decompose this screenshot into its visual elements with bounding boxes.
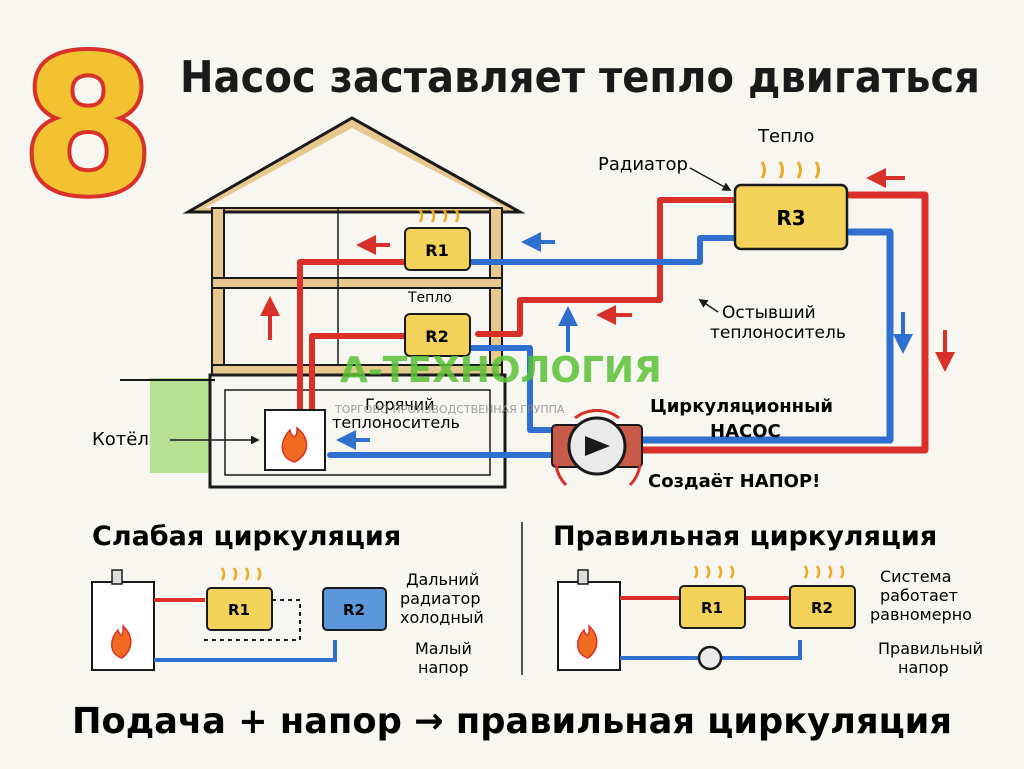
radiator-r3: R3: [733, 161, 849, 251]
weak-schematic: R1 R2: [91, 567, 387, 671]
hot-label-2: теплоноситель: [332, 413, 460, 432]
page-title: Насос заставляет тепло двигаться: [180, 52, 980, 103]
heat-label-mid: Тепло: [407, 290, 452, 306]
cold-mid-pipe: [467, 345, 563, 433]
weak-r2-label: R2: [343, 601, 365, 619]
good-fire-icon: [577, 624, 598, 659]
good-schematic: R1 R2: [557, 565, 856, 671]
radiator-r3-label: R3: [776, 206, 805, 230]
good-title: Правильная циркуляция: [553, 521, 937, 552]
radiator-r1-label: R1: [425, 241, 448, 260]
weak-far-3: холодный: [400, 608, 484, 627]
watermark-logo: А-ТЕХНОЛОГИЯ: [340, 350, 662, 391]
cold-return-pipe: [467, 235, 738, 265]
footer-formula: Подача + напор → правильная циркуляция: [72, 701, 952, 742]
cold-return-right: [636, 228, 894, 444]
good-pump-icon: [697, 645, 723, 671]
good-right-1: Правильный: [878, 639, 983, 658]
radiator-r1: R1: [404, 209, 471, 271]
radiator-r2-label: R2: [425, 327, 448, 346]
weak-fire-icon: [111, 624, 132, 659]
boiler-label: Котёл: [92, 429, 149, 450]
pressure-label: Создаёт НАПОР!: [648, 471, 820, 492]
house-pipes: [297, 191, 929, 458]
good-r1-label: R1: [701, 599, 723, 617]
good-even-2: работает: [880, 586, 958, 605]
watermark-sub: ТОРГОВО-ПРОИЗВОДСТВЕННАЯ ГРУППА: [334, 403, 565, 416]
good-even-3: равномерно: [870, 605, 972, 624]
good-even-1: Система: [880, 567, 951, 586]
boiler: [264, 409, 326, 471]
weak-far-2: радиатор: [400, 589, 481, 608]
weak-low-2: напор: [418, 658, 469, 677]
hot-label-1: Горячий: [365, 395, 435, 414]
hot-main-pipe: [475, 197, 738, 337]
pump-label-2: НАСОС: [710, 421, 781, 442]
cooled-label-2: теплоноситель: [710, 323, 846, 343]
weak-title: Слабая циркуляция: [92, 521, 401, 552]
good-right-2: напор: [898, 658, 949, 677]
title-number: 8: [22, 16, 154, 237]
weak-far-1: Дальний: [406, 570, 479, 589]
hot-supply-pipe: [297, 259, 408, 413]
circulation-pump: [551, 408, 643, 487]
heat-label-top: Тепло: [757, 126, 814, 147]
good-r2-label: R2: [811, 599, 833, 617]
pump-label-1: Циркуляционный: [650, 396, 833, 417]
flow-arrows: [260, 168, 955, 450]
radiator-r2: R2: [404, 313, 471, 357]
hot-supply-pipe-2: [309, 333, 408, 413]
radiator-label: Радиатор: [598, 154, 688, 175]
fire-icon: [281, 426, 308, 463]
cooled-label-1: Остывший: [722, 303, 816, 323]
pump-impeller-icon: [585, 436, 610, 456]
hot-riser-right: [636, 191, 929, 454]
weak-r1-label: R1: [228, 601, 250, 619]
weak-low-1: Малый: [415, 639, 472, 658]
